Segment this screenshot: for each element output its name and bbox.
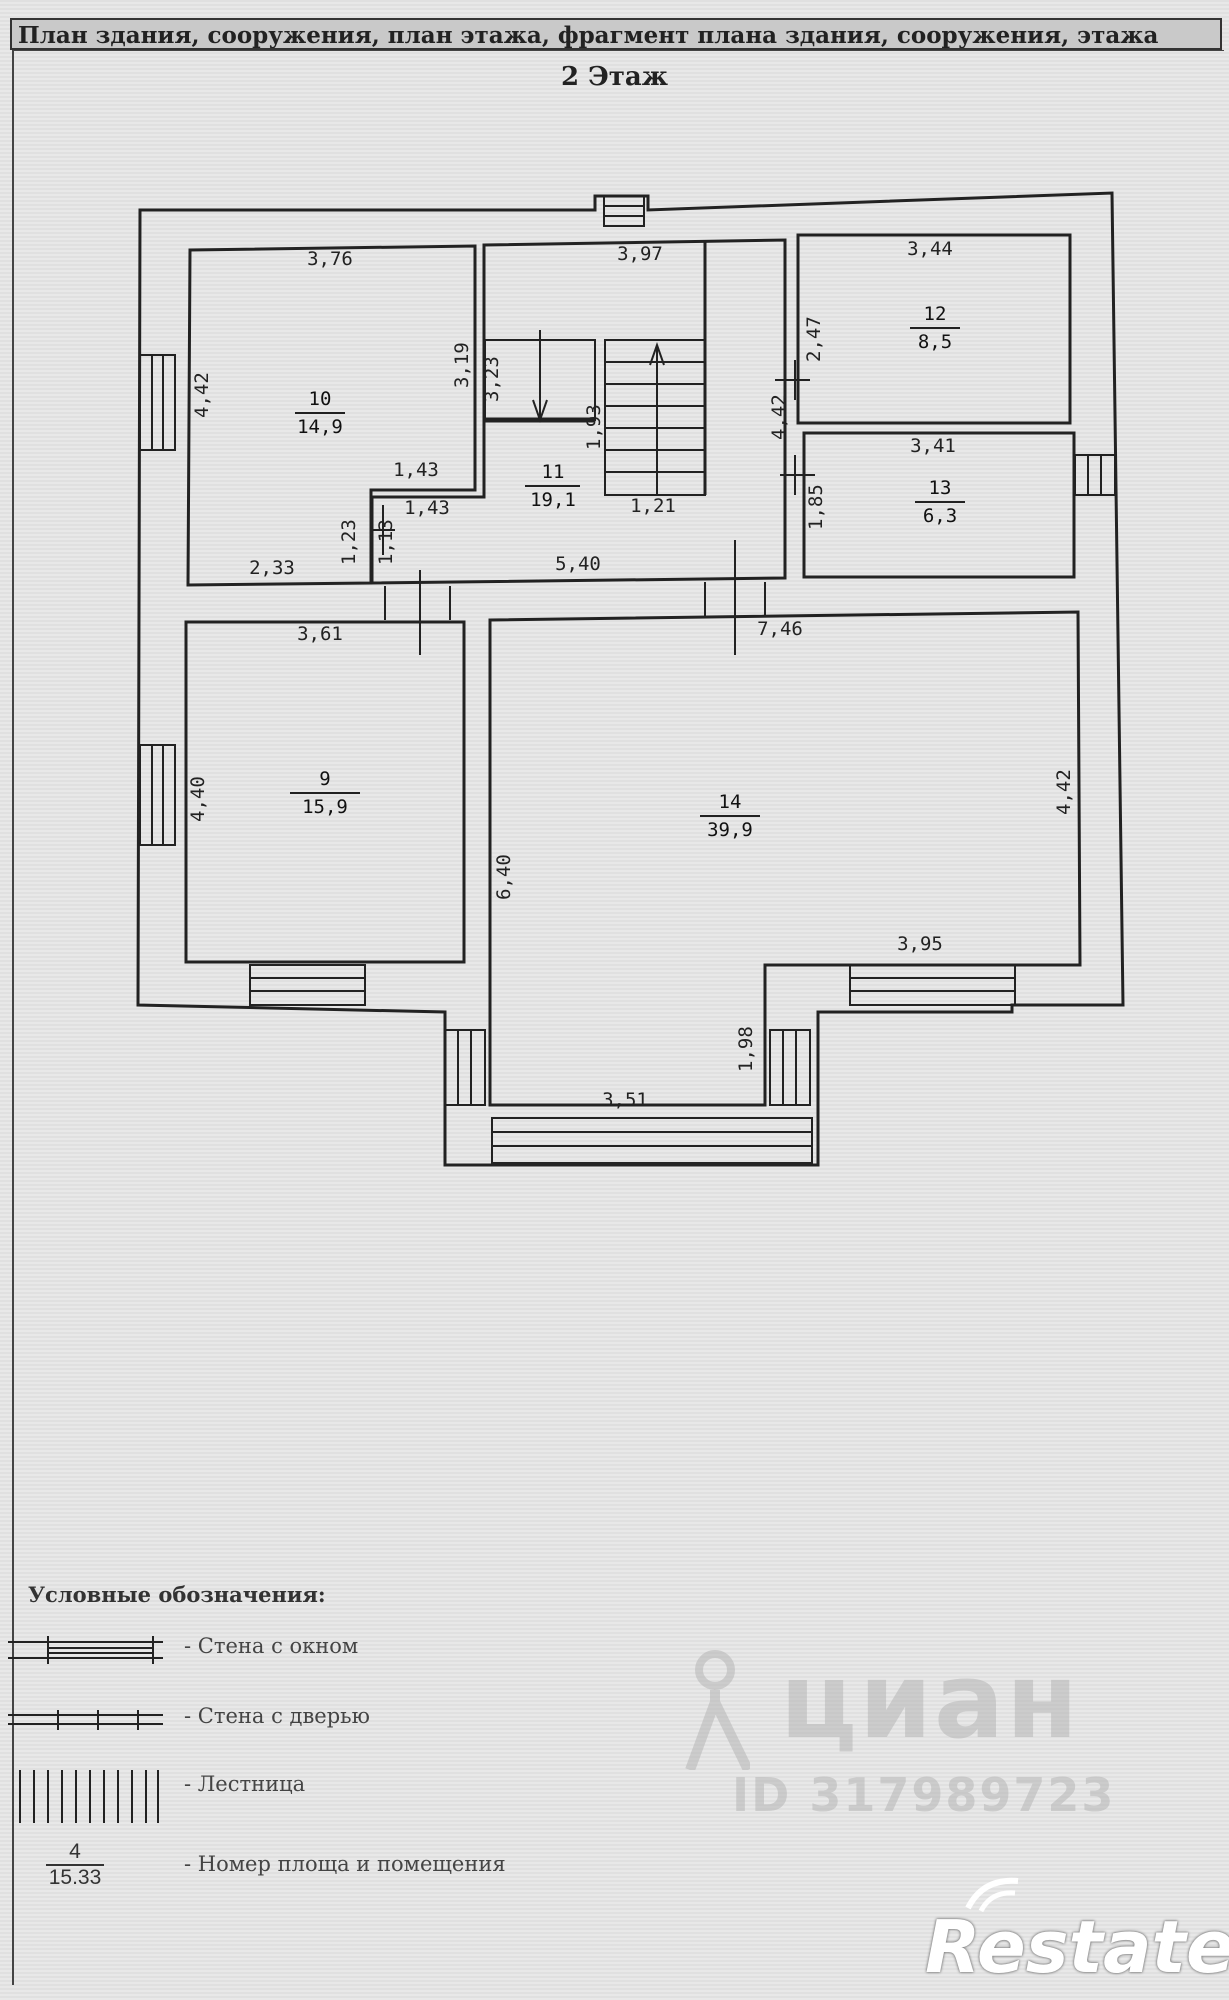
room-11-area: 19,1 <box>530 489 576 511</box>
dim-r9-left: 4,40 <box>187 776 209 822</box>
dimension-label-group: 3,76 4,42 3,19 1,43 2,33 3,97 3,23 1,93 … <box>187 238 1075 1111</box>
dim-r14-bay-bottom: 3,51 <box>602 1089 648 1111</box>
room-10-area: 14,9 <box>297 416 343 438</box>
signal-wave-icon <box>965 1877 1019 1913</box>
room-14-area: 39,9 <box>707 819 753 841</box>
room-9-number: 9 <box>319 768 330 790</box>
room-13-area: 6,3 <box>923 505 957 527</box>
dim-r11-stair-w: 1,21 <box>630 495 676 517</box>
room-9-outline <box>184 620 466 964</box>
legend-title: Условные обозначения: <box>28 1582 326 1607</box>
dim-r12-top: 3,44 <box>907 238 953 260</box>
area-number-symbol: 4 15.33 <box>40 1840 110 1890</box>
dim-r14-step: 3,95 <box>897 933 943 955</box>
watermark-name: циан <box>780 1640 1080 1762</box>
legend-item-stairs: - Лестница <box>0 1768 520 1828</box>
room-13-number: 13 <box>929 477 952 499</box>
dim-r11-left-b: 1,13 <box>375 519 397 565</box>
dim-r10-mid: 1,43 <box>393 459 439 481</box>
legend-label-area: - Номер площа и помещения <box>184 1852 506 1876</box>
dim-r11-top: 3,97 <box>617 243 663 265</box>
dim-r10-left: 4,42 <box>191 372 213 418</box>
dim-r10-top: 3,76 <box>307 248 353 270</box>
room-12-area: 8,5 <box>918 331 952 353</box>
window-symbols <box>139 195 1116 1164</box>
legend-label-stairs: - Лестница <box>184 1772 306 1796</box>
room-12-outline <box>796 233 1072 425</box>
dim-r11-mid: 1,43 <box>404 497 450 519</box>
room-13-outline <box>802 431 1076 579</box>
legend-label-window: - Стена с окном <box>184 1634 359 1658</box>
watermark-id: ID 317989723 <box>732 1768 1116 1822</box>
dim-r13-left: 1,85 <box>805 484 827 530</box>
stair-group <box>484 330 706 496</box>
door-symbols <box>372 360 815 655</box>
dim-r11-right: 4,42 <box>768 394 790 440</box>
outer-wall <box>136 191 1125 1167</box>
floor-plan: 10 14,9 11 19,1 12 8,5 13 6,3 9 15,9 14 … <box>136 191 1125 1167</box>
cian-pin-icon <box>685 1650 750 1770</box>
legend-item-area: 4 15.33 - Номер площа и помещения <box>0 1840 560 1900</box>
room-9-area: 15,9 <box>302 796 348 818</box>
legend-item-door: - Стена с дверью <box>0 1700 520 1740</box>
dim-r14-bay-side: 1,98 <box>735 1026 757 1072</box>
stairs-symbol <box>19 1770 159 1823</box>
room-10-number: 10 <box>309 388 332 410</box>
cian-watermark: циан ID 317989723 <box>660 1640 1140 1840</box>
dim-r14-right: 4,42 <box>1053 769 1075 815</box>
room-11-outline <box>370 238 787 585</box>
dim-r11-bottom: 5,40 <box>555 553 601 575</box>
dim-r14-left: 6,40 <box>493 854 515 900</box>
window-wall-symbol <box>8 1636 163 1664</box>
dim-r11-stair-b: 1,93 <box>583 404 605 450</box>
room-12-number: 12 <box>924 303 947 325</box>
dim-r10-right: 3,19 <box>451 342 473 388</box>
dim-r14-top: 7,46 <box>757 618 803 640</box>
document-header: План здания, сооружения, план этажа, фра… <box>10 18 1222 50</box>
room-14-outline <box>488 610 1082 1107</box>
room-10-outline <box>186 244 477 587</box>
legend-sample-area: 15.33 <box>48 1866 102 1889</box>
dim-r11-stair-a: 3,23 <box>481 356 503 402</box>
legend-item-window: - Стена с окном <box>0 1630 520 1670</box>
room-14-number: 14 <box>719 791 742 813</box>
floor-title: 2 Этаж <box>560 62 669 92</box>
dim-r13-top: 3,41 <box>910 435 956 457</box>
restate-brand: Restate <box>925 1877 1229 1989</box>
legend-label-door: - Стена с дверью <box>184 1704 370 1728</box>
legend-sample-number: 4 <box>69 1840 81 1863</box>
brand-name: Restate <box>925 1905 1229 1989</box>
dim-r12-left: 2,47 <box>803 316 825 362</box>
sheet-frame <box>12 50 1224 1985</box>
room-label-group: 10 14,9 11 19,1 12 8,5 13 6,3 9 15,9 14 … <box>290 303 965 841</box>
dim-r11-left-a: 1,23 <box>338 519 360 565</box>
door-wall-symbol <box>8 1710 163 1730</box>
dim-r9-top: 3,61 <box>297 623 343 645</box>
dim-r10-bottom: 2,33 <box>249 557 295 579</box>
room-11-number: 11 <box>542 461 565 483</box>
